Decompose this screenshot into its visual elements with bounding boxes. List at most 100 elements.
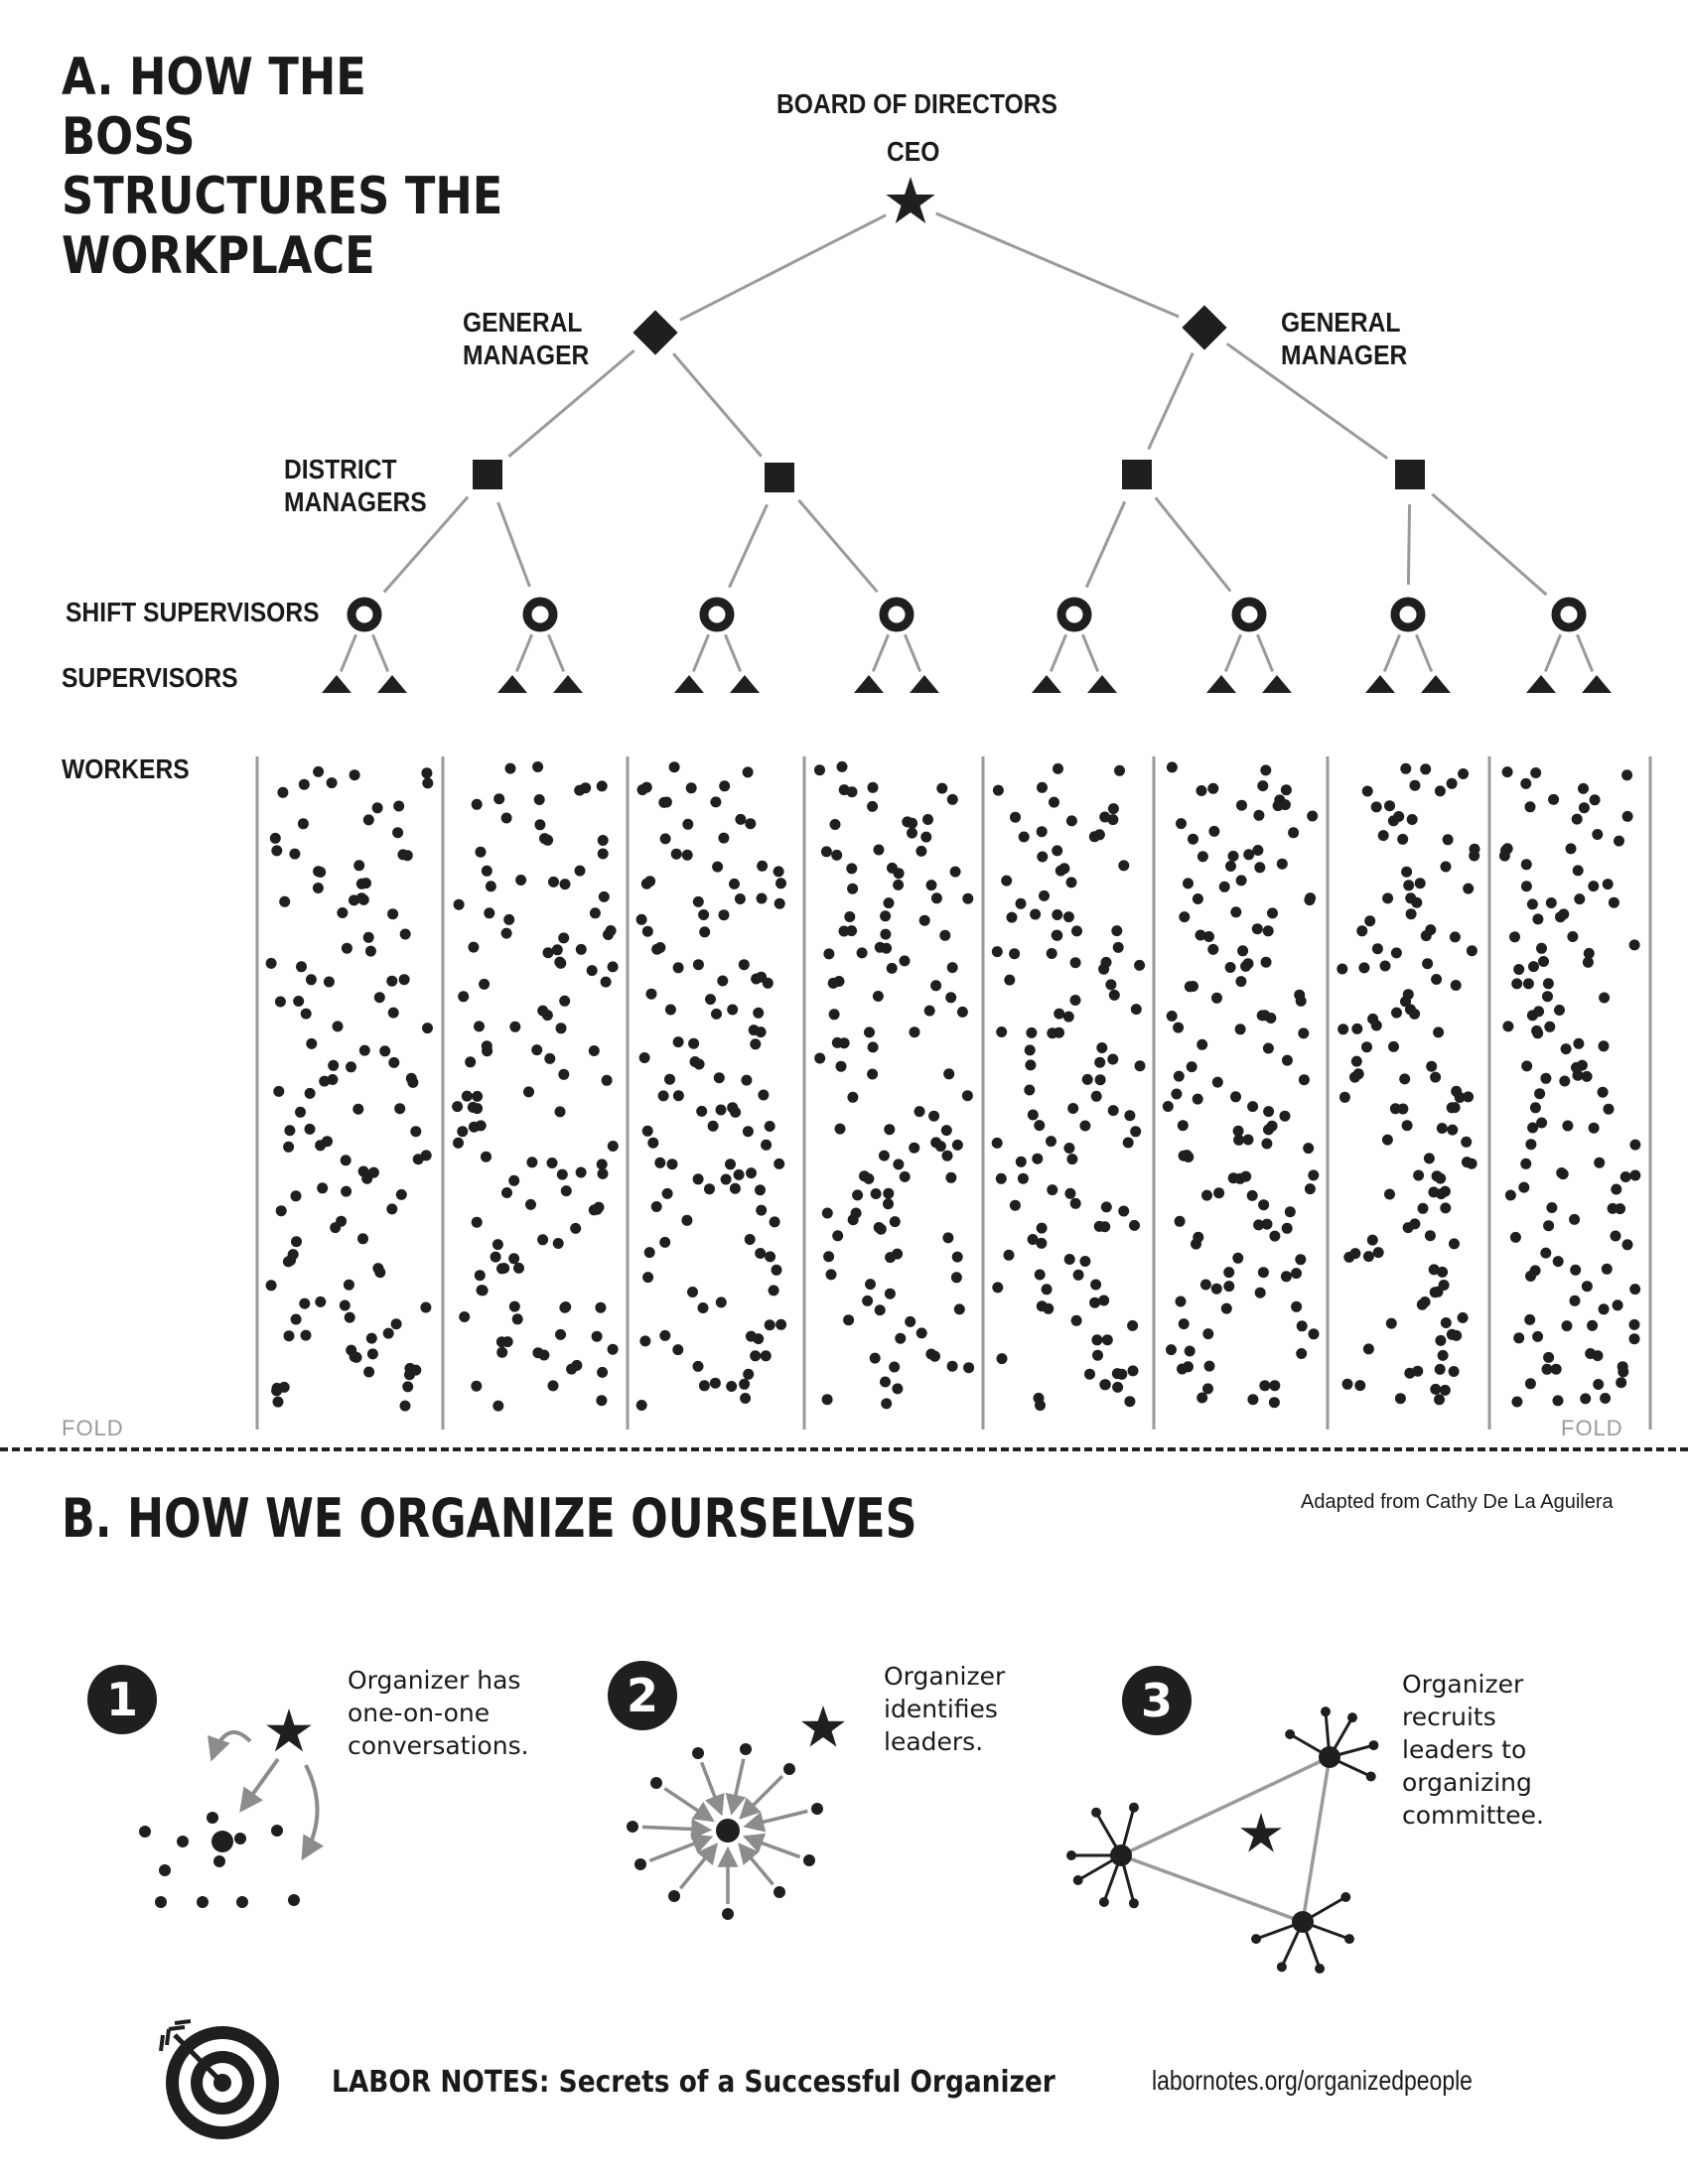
worker-dot [657, 1090, 669, 1102]
worker-dot [946, 793, 958, 805]
worker-dot [905, 1315, 916, 1327]
worker-dot [1308, 1328, 1320, 1340]
footer-url[interactable]: labornotes.org/organizedpeople [1152, 2065, 1473, 2096]
supervisor-triangle-icon [553, 675, 583, 693]
worker-dot [1211, 992, 1222, 1004]
worker-dot [1247, 1394, 1259, 1406]
worker-dot [742, 766, 754, 778]
step-3-line-5: committee. [1402, 1801, 1545, 1830]
leader-dot [1292, 1911, 1314, 1933]
worker-dot [398, 974, 410, 986]
worker-dot [379, 1045, 391, 1057]
worker-dot [883, 1198, 894, 1210]
worker-dot [1425, 924, 1437, 936]
worker-dot [750, 1038, 762, 1050]
worker-dot [1446, 1328, 1458, 1340]
worker-dot [1043, 1302, 1055, 1314]
supervisor-triangle-icon [497, 675, 527, 693]
worker-dot [1046, 1136, 1056, 1148]
worker-dot [1094, 1056, 1106, 1068]
worker-dot [755, 1184, 766, 1196]
worker-dot [197, 1896, 209, 1908]
worker-dot [1237, 945, 1249, 957]
worker-dot [884, 1288, 896, 1299]
worker-dot [1268, 1397, 1280, 1409]
supervisor-triangle-icon [377, 675, 407, 693]
worker-dot [670, 848, 682, 860]
worker-dot [1552, 1256, 1564, 1268]
worker-dot [1281, 1222, 1293, 1234]
worker-dot [1093, 829, 1105, 841]
worker-dot [365, 1332, 377, 1344]
step-2-line-2: identifies [884, 1695, 998, 1723]
worker-dot [1532, 913, 1544, 925]
worker-dot [1437, 1266, 1449, 1278]
worker-dot [659, 833, 671, 845]
worker-dot [1066, 1154, 1078, 1165]
shift-supervisor-ring-icon [1390, 597, 1426, 632]
worker-dot [744, 1234, 756, 1245]
worker-dot [1583, 947, 1595, 959]
worker-dot [382, 1327, 394, 1339]
worker-dot [551, 944, 563, 956]
inbound-arrow [678, 1843, 718, 1890]
worker-dot [1242, 1134, 1254, 1146]
worker-dot [1032, 1153, 1044, 1164]
general-manager-diamond-icon [1182, 305, 1227, 350]
worker-dot [395, 1188, 407, 1200]
worker-dot [1629, 1284, 1641, 1296]
worker-dot [556, 1168, 568, 1180]
worker-dot [1134, 1060, 1146, 1072]
worker-dot [1176, 818, 1187, 830]
worker-dot [1049, 796, 1059, 808]
supervisor-triangle-icon [1421, 675, 1451, 693]
worker-dot [1227, 1172, 1239, 1184]
workers-label: WORKERS [62, 753, 190, 784]
worker-dot [1272, 800, 1284, 812]
worker-dot [1349, 1071, 1360, 1083]
connector-ceo-gm [935, 211, 1180, 319]
worker-dot [743, 1368, 755, 1380]
worker-dot [692, 895, 704, 907]
worker-dot [1379, 960, 1391, 972]
worker-dot [1406, 814, 1418, 825]
worker-dot [659, 1329, 671, 1341]
worker-dot [372, 1263, 384, 1275]
worker-dot [1403, 880, 1415, 891]
worker-dot [893, 1159, 905, 1170]
worker-dot [1611, 1183, 1622, 1195]
worker-dot [1041, 1284, 1053, 1296]
worker-dot [1269, 1230, 1281, 1242]
worker-dot [1370, 1020, 1382, 1031]
worker-dot [1111, 925, 1123, 937]
worker-dot [1437, 1349, 1449, 1361]
step-3-text: Organizer recruits leaders to organizing… [1402, 1668, 1544, 1832]
worker-dot [1253, 1219, 1265, 1231]
worker-dot [1562, 1120, 1574, 1132]
worker-dot [1084, 1368, 1095, 1380]
worker-dot [287, 1249, 299, 1261]
connector-shift-supervisor [371, 633, 390, 673]
worker-dot [1261, 1138, 1273, 1150]
worker-dot [1580, 1393, 1592, 1405]
worker-dot [306, 1037, 318, 1049]
worker-dot [422, 777, 434, 789]
worker-dot [1232, 1252, 1244, 1264]
worker-dot [544, 1052, 556, 1064]
worker-dot [1550, 1363, 1562, 1375]
worker-dot [304, 1087, 316, 1099]
worker-dot [1129, 1219, 1140, 1231]
worker-dot [1171, 1088, 1183, 1100]
worker-dot [1559, 1075, 1571, 1087]
worker-dot [1225, 861, 1236, 872]
worker-dot [1526, 898, 1538, 910]
worker-dot [542, 947, 554, 959]
worker-dot [636, 784, 648, 796]
worker-dot [420, 1150, 432, 1161]
worker-dot [1435, 1188, 1447, 1200]
worker-dot [1018, 831, 1030, 843]
worker-dot [337, 907, 349, 918]
section-a-title-line-3: WORKPLACE [62, 226, 375, 286]
worker-dot [1252, 845, 1264, 856]
worker-dot [1614, 835, 1624, 847]
